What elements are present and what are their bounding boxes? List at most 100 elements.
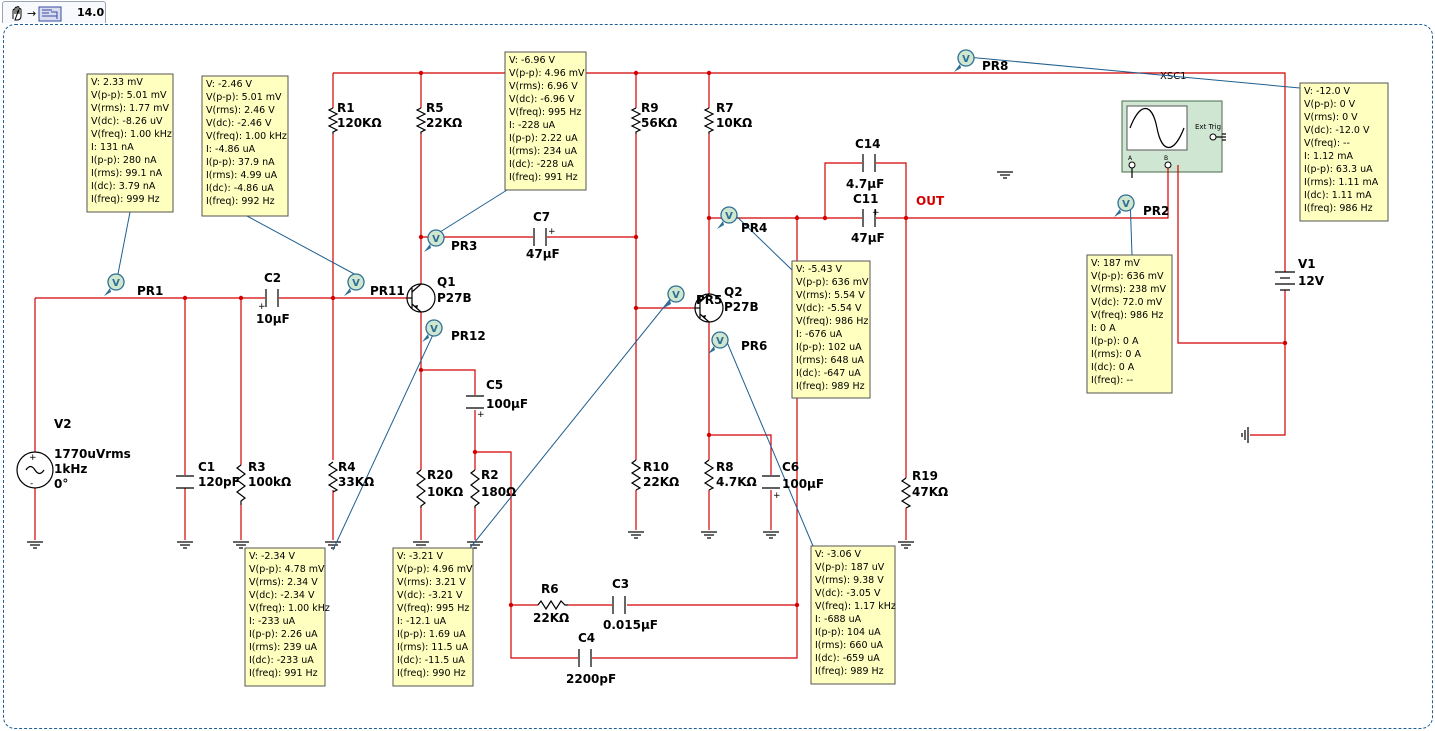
q1-ref: Q1: [437, 275, 456, 289]
schematic-sheet-border: [3, 24, 1433, 729]
probe-reading: V(p-p): 0 V: [1304, 99, 1356, 110]
c2-symbol: +: [258, 289, 279, 312]
probe-box-pr5: V: -3.21 VV(p-p): 4.96 mVV(rms): 3.21 VV…: [392, 547, 474, 687]
probe-reading: I(freq): 992 Hz: [206, 196, 275, 207]
probe-reading: I(dc): -659 uA: [815, 653, 880, 664]
c6-symbol: +: [762, 475, 781, 501]
probe-reading: I(rms): 660 uA: [815, 640, 884, 651]
c5-symbol: +: [466, 395, 485, 420]
probe-name-pr12: PR12: [451, 329, 486, 343]
c11-symbol: +: [862, 208, 880, 227]
probe-reading: I(rms): 239 uA: [249, 642, 318, 653]
r6-ref: R6: [541, 582, 559, 596]
c2-value: 10µF: [256, 312, 290, 326]
v2-value: 1770uVrms: [54, 447, 131, 461]
probe-reading: V(p-p): 4.96 mV: [509, 68, 585, 79]
r19-symbol: [900, 477, 912, 509]
r10-ref: R10: [643, 460, 669, 474]
pr5-icon: [663, 285, 685, 309]
probe-reading: I(dc): -4.86 uA: [206, 183, 274, 194]
svg-text:+: +: [872, 208, 880, 218]
probe-reading: I(freq): 989 Hz: [815, 666, 884, 677]
probe-reading: I(rms): 4.99 uA: [206, 170, 278, 181]
r6-value: 22KΩ: [533, 611, 569, 625]
probe-readouts: V: 2.33 mVV(p-p): 5.01 mVV(rms): 1.77 mV…: [86, 51, 1389, 687]
oscilloscope-xsc1[interactable]: [1121, 100, 1226, 178]
probe-reading: V(p-p): 5.01 mV: [206, 92, 282, 103]
c7-symbol: +: [533, 227, 556, 246]
v2-ac-source[interactable]: + -: [16, 451, 54, 489]
probe-reading: I: 131 nA: [91, 142, 134, 153]
probe-reading: V(p-p): 187 uV: [815, 562, 885, 573]
probe-reading: I(p-p): 2.26 uA: [249, 629, 318, 640]
pr12-icon: [421, 319, 443, 343]
pr1-icon: [103, 273, 125, 297]
probe-reading: V(freq): 1.00 kHz: [249, 603, 330, 614]
probe-reading: I(freq): 990 Hz: [397, 668, 466, 679]
r7-symbol: [703, 107, 715, 134]
r5-ref: R5: [426, 101, 444, 115]
probe-box-pr4: V: -5.43 VV(p-p): 636 mVV(rms): 5.54 VV(…: [791, 260, 871, 399]
c3-symbol: [612, 596, 626, 614]
c5-value: 100µF: [486, 397, 528, 411]
q2-transistor[interactable]: [694, 293, 724, 323]
probe-reading: V(freq): 986 Hz: [796, 316, 868, 327]
r8-symbol: [703, 459, 715, 491]
probe-reading: I(p-p): 102 uA: [796, 342, 862, 353]
probe-reading: V(rms): 2.34 V: [249, 577, 318, 588]
probe-reading: I(dc): -228 uA: [509, 159, 574, 170]
probe-reading: I(dc): -647 uA: [796, 368, 861, 379]
c6-ref: C6: [782, 460, 799, 474]
probe-reading: V(rms): 9.38 V: [815, 575, 884, 586]
probe-reading: V(rms): 6.96 V: [509, 81, 578, 92]
q1-transistor[interactable]: [406, 283, 436, 313]
q1-value: P27B: [437, 291, 472, 305]
svg-text:-: -: [30, 479, 33, 489]
v1-dc-source[interactable]: [1275, 271, 1295, 291]
r19-ref: R19: [912, 469, 938, 483]
r7-ref: R7: [716, 101, 734, 115]
capacitors[interactable]: + + + + +: [176, 154, 880, 667]
probe-reading: V: -3.21 V: [397, 551, 444, 562]
svg-text:+: +: [548, 227, 556, 237]
c4-value: 2200pF: [566, 672, 616, 686]
zoom-level: 14.0: [77, 6, 105, 19]
probe-name-pr4: PR4: [741, 221, 767, 235]
probe-reading: V(rms): 5.54 V: [796, 290, 865, 301]
probe-reading: V(p-p): 4.78 mV: [249, 564, 325, 575]
probe-reading: V(freq): --: [1304, 138, 1350, 149]
pr6-icon: [707, 331, 729, 355]
c1-ref: C1: [198, 460, 215, 474]
probe-reading: V(rms): 2.46 V: [206, 105, 275, 116]
r9-symbol: [630, 107, 642, 134]
probe-reading: V(dc): 72.0 mV: [1091, 297, 1163, 308]
probe-box-pr12: V: -2.34 VV(p-p): 4.78 mVV(rms): 2.34 VV…: [244, 547, 330, 687]
probe-reading: I(freq): 989 Hz: [796, 381, 865, 392]
pr8-icon: [953, 49, 975, 73]
r8-ref: R8: [716, 460, 734, 474]
probe-name-pr2: PR2: [1143, 204, 1169, 218]
svg-text:→: →: [27, 7, 36, 20]
probe-box-pr1: V: 2.33 mVV(p-p): 5.01 mVV(rms): 1.77 mV…: [86, 73, 174, 213]
probe-reading: V: 187 mV: [1091, 258, 1140, 269]
r9-ref: R9: [641, 101, 659, 115]
r4-ref: R4: [338, 460, 356, 474]
probe-reading: I(p-p): 0 A: [1091, 336, 1139, 347]
grounds: [26, 171, 1249, 549]
probe-reading: I(rms): 234 uA: [509, 146, 578, 157]
probe-reading: V(freq): 995 Hz: [397, 603, 469, 614]
probe-reading: V(dc): -3.21 V: [397, 590, 463, 601]
probe-reading: I(p-p): 63.3 uA: [1304, 164, 1373, 175]
probe-reading: V: -6.96 V: [509, 55, 556, 66]
probe-reading: V: -5.43 V: [796, 264, 843, 275]
q2-value: P27B: [724, 300, 759, 314]
c1-symbol: [176, 475, 194, 489]
probe-reading: I(freq): 999 Hz: [91, 194, 160, 205]
probe-reading: V(freq): 1.00 kHz: [91, 129, 172, 140]
resistors[interactable]: [236, 107, 912, 611]
probe-reading: I(freq): --: [1091, 375, 1133, 386]
c4-ref: C4: [578, 631, 595, 645]
document-tab[interactable]: → 14.0: [2, 1, 106, 23]
junction-dots: [182, 70, 1288, 608]
